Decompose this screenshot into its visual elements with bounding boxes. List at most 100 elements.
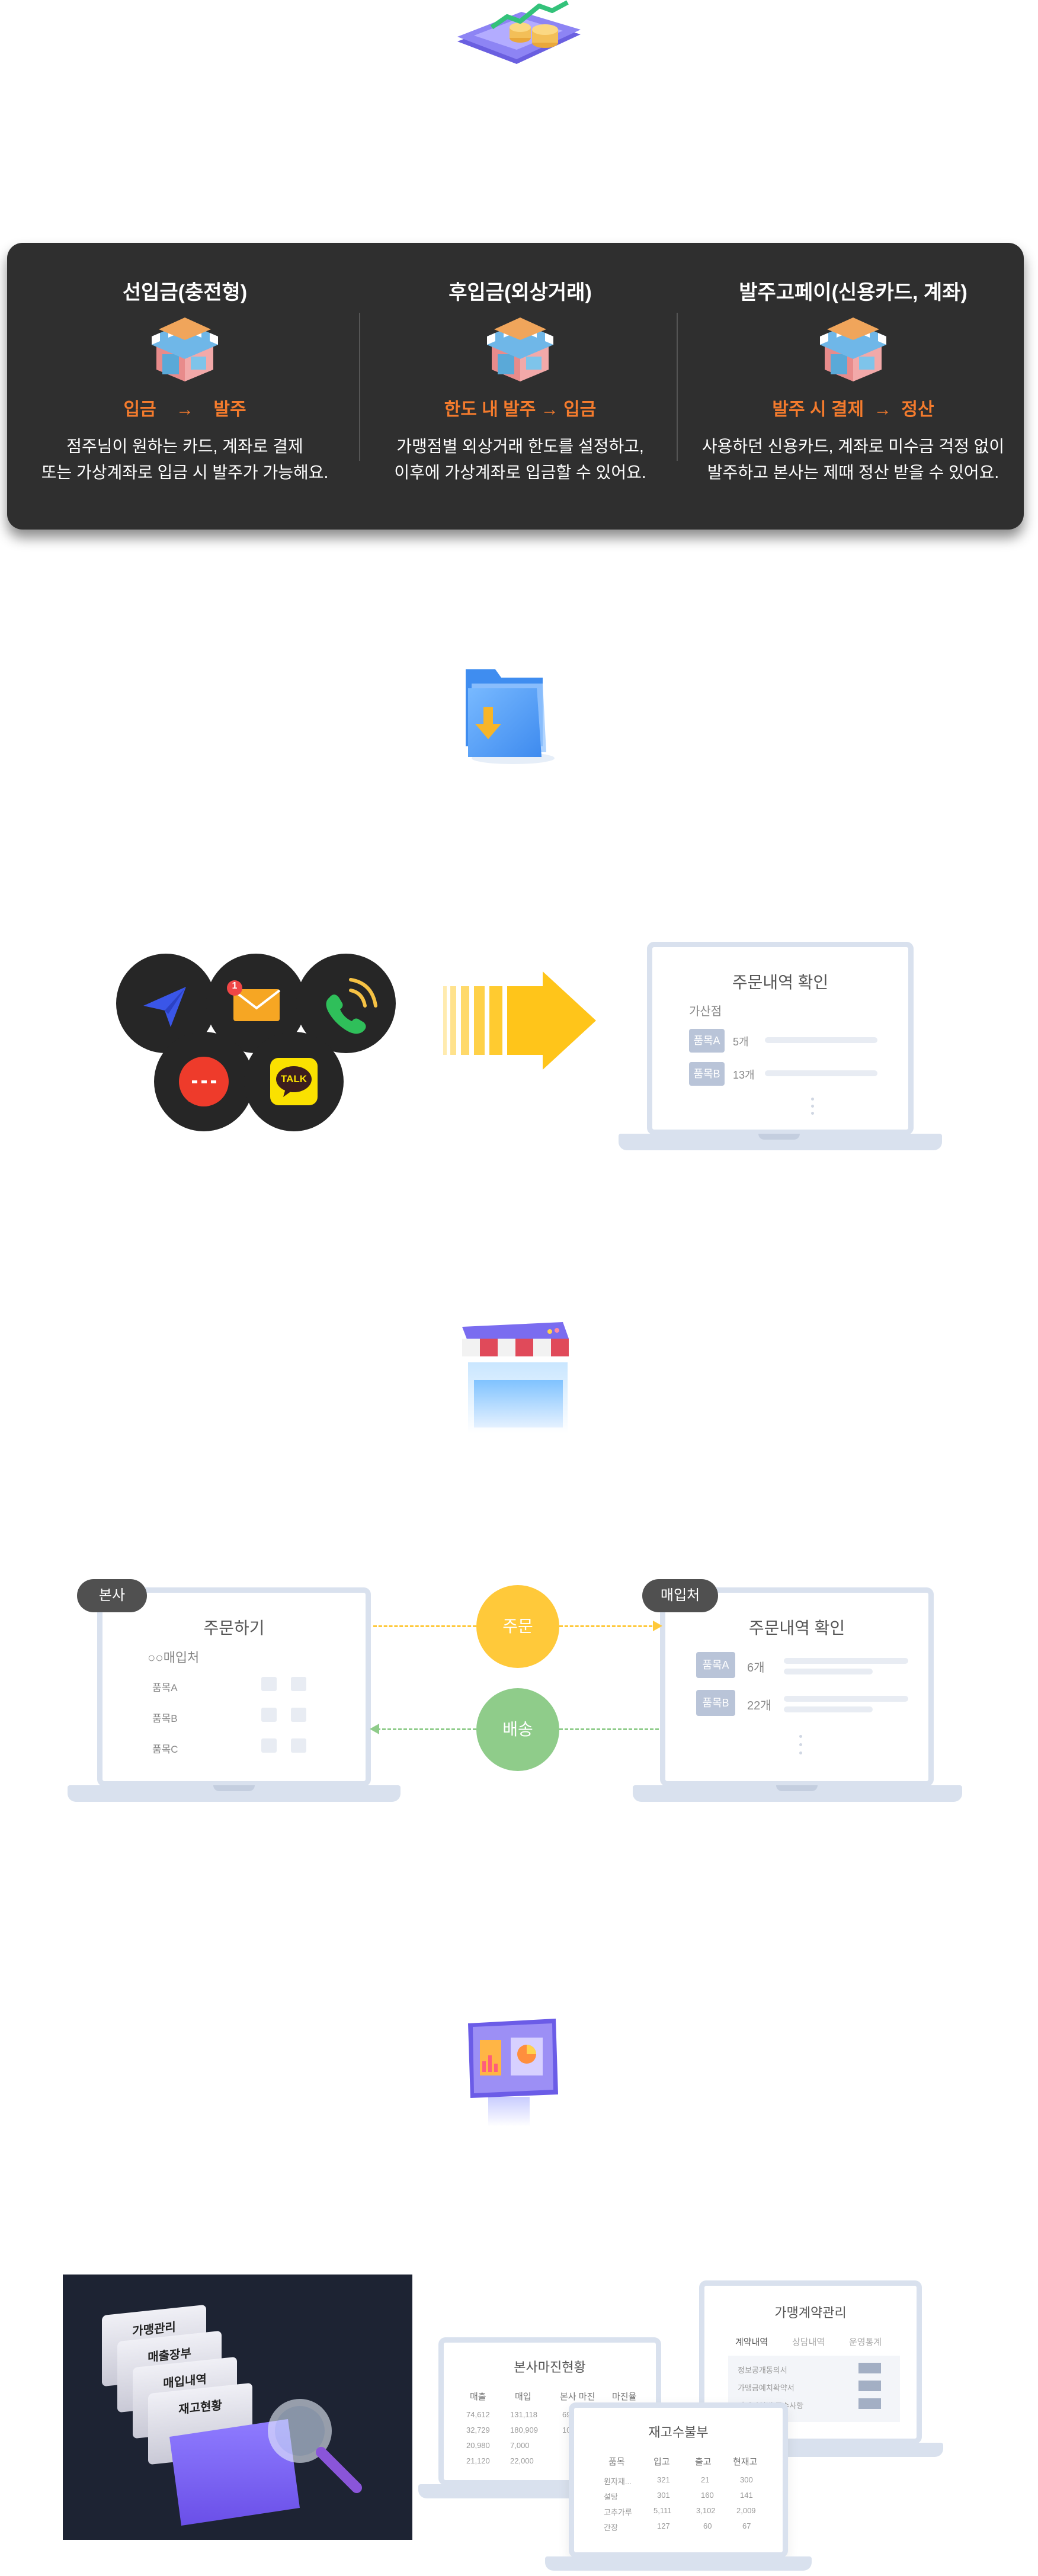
- flow-step: 발주 시 결제: [772, 400, 864, 419]
- description-line: 이후에 가상계좌로 입금할 수 있어요.: [394, 463, 646, 482]
- placeholder-bar: [765, 1070, 877, 1076]
- payment-method-credit: 후입금(외상거래) 한도 내 발주 → 입금 가맹점별 외상거래 한도를 설: [354, 243, 686, 530]
- table-cell: 2,009: [736, 2506, 756, 2515]
- flow-step: 정산: [901, 400, 934, 419]
- item-tag: 품목A: [689, 1029, 725, 1053]
- table-header: 본사 마진: [560, 2392, 595, 2402]
- quantity-box[interactable]: [291, 1677, 306, 1691]
- store-icon: [816, 313, 890, 384]
- description-line: 또는 가상계좌로 입금 시 발주가 가능해요.: [41, 463, 329, 482]
- view-button[interactable]: [858, 2381, 881, 2391]
- flow-step: 입금: [563, 400, 597, 419]
- laptop-screen: 주문내역 확인 가산점 품목A 5개 품목B 13개: [647, 942, 914, 1135]
- order-item: 품목B: [152, 1713, 178, 1724]
- arrow-stripe: [443, 986, 447, 1055]
- table-cell: 60: [703, 2522, 712, 2530]
- arrow-stripe: [489, 986, 502, 1055]
- payment-method-pay: 발주고페이(신용카드, 계좌) 발주 시 결제 → 정산 사용하던 신용: [687, 243, 1019, 530]
- order-item: 품목A: [152, 1682, 178, 1693]
- flow-arrow: →: [176, 400, 194, 419]
- supplier-badge: 매입처: [642, 1579, 718, 1612]
- order-confirm-title: 주문내역 확인: [732, 973, 829, 992]
- flow-step: 입금: [123, 400, 156, 419]
- flow-step: 한도 내 발주: [444, 400, 536, 419]
- talk-label: TALK: [280, 1073, 307, 1085]
- item-qty: 13개: [733, 1069, 755, 1081]
- payment-methods-panel: 선입금(충전형) 입금 → 발주 점주님이 원하는 카드, 계좌: [7, 243, 1024, 530]
- tab-statistics[interactable]: 운영통계: [849, 2337, 882, 2347]
- table-cell: 고추가루: [604, 2508, 632, 2517]
- flow-step: 발주: [213, 400, 246, 419]
- table-cell: 20,980: [466, 2441, 490, 2450]
- placeholder-bar: [784, 1669, 873, 1674]
- folder-download-icon: [454, 657, 560, 770]
- table-cell: 160: [701, 2491, 714, 2500]
- table-header: 품목: [608, 2457, 625, 2467]
- placeholder-bar: [784, 1658, 908, 1664]
- laptop-screen: 가맹계약관리 계약내역 상담내역 운영통계 정보공개동의서 가맹금예치확약서 가…: [699, 2280, 922, 2444]
- laptop-screen: 주문하기 ○○매입처 품목A 품목B 품목C: [97, 1587, 371, 1786]
- table-header: 마진율: [612, 2392, 637, 2402]
- view-button[interactable]: [858, 2363, 881, 2373]
- table-cell: 설탕: [604, 2492, 618, 2501]
- ellipsis-dot: [799, 1751, 802, 1754]
- order-title: 주문하기: [203, 1619, 265, 1637]
- arrow-stripe: [507, 986, 543, 1055]
- delivery-circle: 배송: [476, 1688, 559, 1771]
- table-header: 매입: [515, 2392, 531, 2402]
- item-tag: 품목B: [689, 1062, 725, 1086]
- hq-badge: 본사: [77, 1579, 147, 1612]
- payment-description: 가맹점별 외상거래 한도를 설정하고, 이후에 가상계좌로 입금할 수 있어요.: [354, 434, 686, 486]
- table-cell: 301: [657, 2491, 670, 2500]
- table-header: 매출: [470, 2392, 486, 2402]
- table-cell: 21,120: [466, 2456, 490, 2465]
- table-cell: 131,118: [510, 2410, 538, 2419]
- order-item: 품목C: [152, 1744, 178, 1755]
- arrow-head: [543, 971, 596, 1070]
- table-cell: 127: [657, 2522, 670, 2530]
- table-cell: 180,909: [510, 2426, 538, 2434]
- flow-arrow: →: [540, 400, 559, 419]
- table-cell: 10: [562, 2426, 571, 2434]
- quantity-box[interactable]: [261, 1708, 277, 1722]
- table-cell: 32,729: [466, 2426, 490, 2434]
- arrow-stripe: [461, 986, 469, 1055]
- arrow-stripe: [474, 986, 485, 1055]
- divider: [677, 313, 678, 461]
- ellipsis-dot: [811, 1112, 814, 1115]
- item-tag: 품목B: [696, 1690, 735, 1716]
- payment-flow: 한도 내 발주 → 입금: [354, 394, 686, 421]
- laptop-screen: 본사마진현황 매출 매입 본사 마진 마진율 74,612 131,118 69…: [438, 2337, 661, 2485]
- store-awning-icon: [456, 1315, 575, 1451]
- table-cell: 원자재...: [604, 2477, 632, 2486]
- item-tag: 품목A: [696, 1652, 735, 1678]
- item-qty: 6개: [747, 1661, 765, 1674]
- table-header: 출고: [695, 2457, 712, 2467]
- quantity-box[interactable]: [261, 1677, 277, 1691]
- table-cell: 5,111: [653, 2506, 672, 2515]
- doc-card-label: 재고현황: [178, 2399, 222, 2417]
- laptop-screen: 재고수불부 품목 입고 출고 현재고 원자재... 321 21 300 설탕 …: [569, 2402, 788, 2558]
- quantity-box[interactable]: [261, 1738, 277, 1753]
- table-cell: 69: [562, 2410, 571, 2419]
- quantity-box[interactable]: [291, 1708, 306, 1722]
- laptop-notch: [758, 1134, 800, 1140]
- tab-contract[interactable]: 계약내역: [735, 2337, 768, 2347]
- table-cell: 22,000: [510, 2456, 534, 2465]
- table-cell: 141: [740, 2491, 753, 2500]
- description-line: 발주하고 본사는 제때 정산 받을 수 있어요.: [707, 463, 999, 482]
- delivery-line: [559, 1728, 659, 1730]
- view-button[interactable]: [858, 2398, 881, 2409]
- placeholder-bar: [765, 1037, 877, 1043]
- order-line: [373, 1625, 476, 1627]
- flow-arrow: →: [873, 400, 892, 419]
- laptop-base: [545, 2556, 812, 2571]
- store-icon: [148, 313, 222, 384]
- tab-consult[interactable]: 상담내역: [792, 2337, 825, 2347]
- arrow-stripe: [450, 986, 456, 1055]
- store-icon: [483, 313, 557, 384]
- description-line: 가맹점별 외상거래 한도를 설정하고,: [396, 437, 644, 455]
- table-cell: 21: [701, 2475, 710, 2484]
- ellipsis-dot: [811, 1098, 814, 1101]
- quantity-box[interactable]: [291, 1738, 306, 1753]
